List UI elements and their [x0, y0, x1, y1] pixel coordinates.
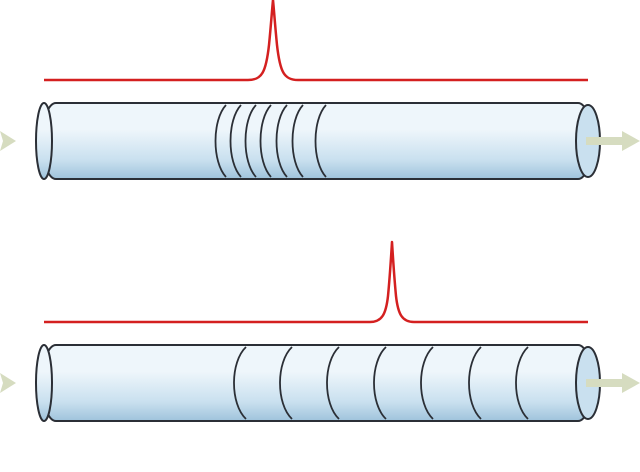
coil-turn — [314, 104, 327, 178]
coil-turn — [420, 346, 434, 420]
coil-turn — [259, 104, 272, 178]
coil-turn — [515, 346, 529, 420]
tube-inlet-end — [35, 344, 53, 422]
tube-inlet-end — [35, 102, 53, 180]
signal-trace — [44, 240, 588, 324]
coil-group — [214, 104, 327, 178]
coil-turn — [233, 346, 247, 420]
flow-out-arrow-icon — [586, 373, 640, 393]
panel-compressed-coil — [0, 0, 640, 180]
coil-group — [233, 346, 529, 420]
flow-in-arrow-icon — [0, 131, 16, 151]
panel-spread-coil — [0, 240, 640, 422]
coil-turn — [326, 346, 340, 420]
coil-turn — [214, 104, 227, 178]
flow-in-arrow-icon — [0, 373, 16, 393]
coil-turn — [275, 104, 288, 178]
tube-body — [41, 102, 593, 180]
coil-turn — [468, 346, 482, 420]
coil-turn — [291, 104, 304, 178]
coil-turn — [244, 104, 257, 178]
signal-trace — [44, 0, 588, 82]
coil-turn — [373, 346, 387, 420]
flow-out-arrow-icon — [586, 131, 640, 151]
coil-turn — [229, 104, 242, 178]
coil-turn — [279, 346, 293, 420]
tube-body — [41, 344, 593, 422]
